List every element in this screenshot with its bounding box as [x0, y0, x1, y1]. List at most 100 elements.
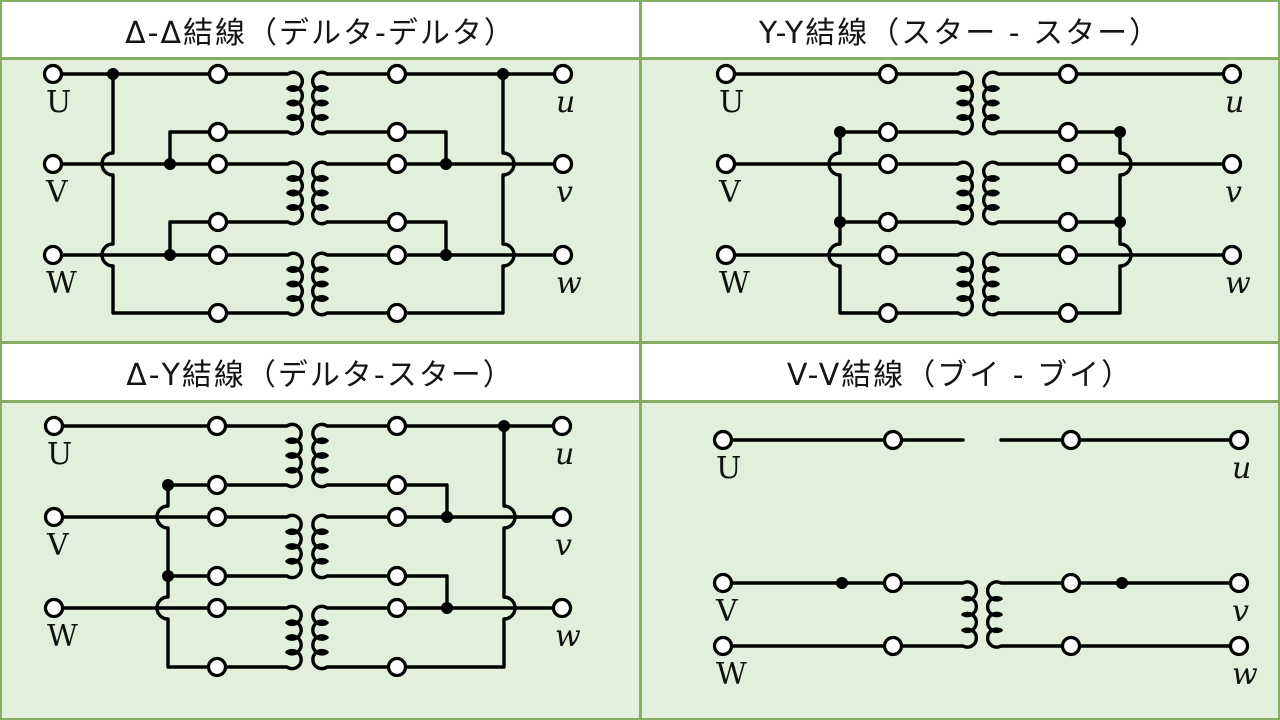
terminal-circle	[43, 415, 65, 437]
winding-coil	[986, 580, 1064, 649]
terminal-label: u	[1232, 451, 1251, 486]
terminal-label: V	[718, 175, 742, 210]
terminal-circle	[207, 121, 229, 143]
terminal-label: u	[1225, 85, 1244, 120]
terminal-label: V	[46, 528, 70, 563]
wire	[168, 130, 211, 166]
terminal-circle	[207, 153, 229, 175]
terminal-circle	[386, 656, 408, 678]
winding-coil	[310, 251, 390, 317]
wire	[168, 220, 211, 257]
terminal-circle	[207, 211, 229, 233]
terminal-circle	[207, 244, 229, 266]
junction-dot	[1114, 216, 1126, 228]
junction-dot	[440, 249, 452, 261]
wire	[404, 574, 449, 610]
winding-coil	[310, 160, 390, 226]
terminal-circle	[712, 572, 734, 594]
junction-dot	[441, 602, 453, 614]
winding-coil	[981, 70, 1061, 136]
panel-title-delta-delta: Δ-Δ結線（デルタ-デルタ）	[2, 2, 639, 57]
terminal-label: W	[47, 619, 78, 654]
terminal-circle	[1060, 429, 1082, 451]
terminal-circle	[715, 244, 737, 266]
terminal-label: u	[555, 437, 574, 472]
terminal-circle	[1057, 63, 1079, 85]
terminal-label: V	[715, 594, 739, 629]
terminal-label: w	[1232, 657, 1258, 692]
terminal-circle	[386, 415, 408, 437]
terminal-label: W	[716, 657, 747, 692]
terminal-circle	[551, 415, 573, 437]
terminal-circle	[877, 63, 899, 85]
terminal-circle	[552, 153, 574, 175]
junction-dot	[162, 479, 174, 491]
terminal-circle	[551, 597, 573, 619]
junction-dot	[836, 577, 848, 589]
winding-coil	[895, 70, 975, 136]
junction-dot	[440, 158, 452, 170]
terminal-circle	[877, 153, 899, 175]
junction-dot	[164, 249, 176, 261]
terminal-circle	[551, 506, 573, 528]
terminal-label: W	[719, 266, 750, 301]
wire	[1075, 130, 1133, 315]
terminal-circle	[1057, 244, 1079, 266]
terminal-label: U	[47, 437, 72, 472]
terminals	[712, 429, 1250, 657]
terminal-label: w	[1225, 266, 1251, 301]
terminal-circle	[712, 635, 734, 657]
terminal-label: U	[716, 451, 741, 486]
terminal-circle	[1228, 429, 1250, 451]
terminal-circle	[1057, 302, 1079, 324]
terminal-label: u	[556, 85, 575, 120]
winding-coil	[224, 422, 303, 489]
wire	[155, 483, 210, 669]
wires	[60, 70, 556, 317]
wire	[404, 72, 516, 315]
terminal-circle	[1228, 635, 1250, 657]
terminal-circle	[1228, 572, 1250, 594]
junctions	[107, 68, 509, 261]
terminal-circle	[712, 429, 734, 451]
junction-dot	[107, 68, 119, 80]
terminal-circle	[882, 635, 904, 657]
wire	[404, 424, 517, 669]
terminal-circle	[207, 302, 229, 324]
winding-coil	[224, 513, 303, 580]
terminal-circle	[1221, 63, 1243, 85]
terminal-label: v	[1225, 175, 1242, 210]
terminals	[43, 415, 573, 678]
junction-dot	[1114, 126, 1126, 138]
terminal-circle	[1057, 121, 1079, 143]
winding-coil	[225, 251, 305, 317]
terminal-circle	[386, 597, 408, 619]
panel-title-star-star: Y-Y結線（スター - スター）	[642, 2, 1278, 57]
terminal-circle	[877, 302, 899, 324]
wires	[61, 422, 555, 671]
winding-coil	[225, 70, 305, 136]
terminals	[715, 63, 1243, 324]
terminal-label: v	[555, 528, 572, 563]
terminal-circle	[386, 474, 408, 496]
winding-coil	[311, 604, 390, 671]
junction-dot	[834, 216, 846, 228]
terminal-circle	[206, 474, 228, 496]
junction-dot	[162, 570, 174, 582]
terminal-circle	[1057, 211, 1079, 233]
winding-coil	[981, 160, 1061, 226]
junction-dot	[441, 511, 453, 523]
winding-coil	[310, 70, 390, 136]
terminal-circle	[206, 415, 228, 437]
terminal-circle	[43, 506, 65, 528]
winding-coil	[311, 422, 390, 489]
wires	[730, 438, 1232, 649]
